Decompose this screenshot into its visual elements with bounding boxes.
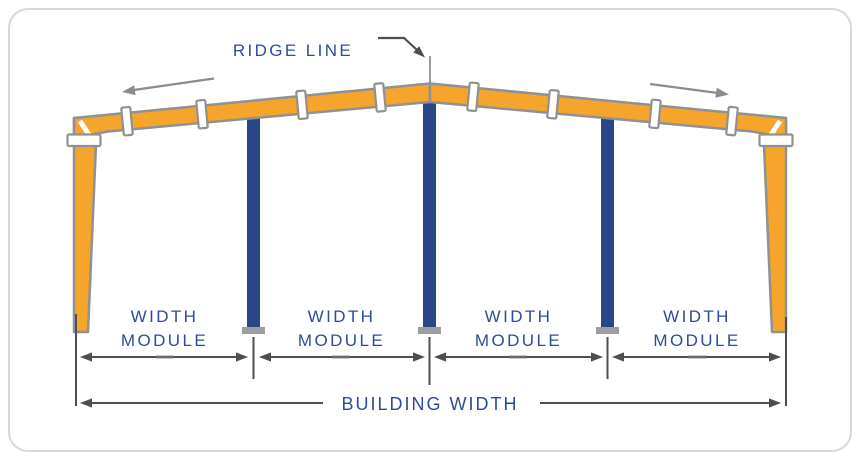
rafter-splice-plate — [546, 88, 560, 120]
left-eave-plate — [66, 133, 102, 148]
arrow-left-icon — [259, 352, 271, 362]
column-base-plate — [418, 327, 441, 334]
arrow-right-icon — [236, 352, 248, 362]
arrow-right-icon — [769, 398, 781, 408]
rafter-splice-plate — [648, 98, 662, 130]
width-module-label-2: MODULE — [298, 331, 385, 350]
rafter-splice-plate — [466, 81, 480, 113]
width-module-label-1: WIDTH — [131, 307, 199, 326]
arrow-right-icon — [413, 352, 425, 362]
ridge-pointer-arrow-icon — [413, 46, 425, 58]
slope-arrows — [122, 77, 729, 98]
right-slope-arrow-shaft — [649, 82, 718, 94]
arrow-right-icon — [769, 352, 781, 362]
connection-plates — [66, 81, 794, 148]
rafter-splice-plate — [195, 98, 209, 130]
right-slope-arrow-icon — [715, 87, 729, 98]
arrow-left-icon — [80, 398, 92, 408]
arrow-left-icon — [434, 352, 446, 362]
arrow-left-icon — [80, 352, 92, 362]
interior-column — [247, 112, 260, 327]
arrow-right-icon — [591, 352, 603, 362]
ridge-pointer-shaft — [378, 36, 418, 51]
interior-column-center — [423, 95, 436, 327]
left-slope-arrow-icon — [122, 85, 136, 96]
ridge-line-label: RIDGE LINE — [233, 41, 353, 60]
left-slope-arrow-shaft — [132, 77, 215, 92]
width-module-label-1: MODULE — [121, 331, 208, 350]
width-module-label-3: MODULE — [475, 331, 562, 350]
width-module-label-4: WIDTH — [663, 307, 731, 326]
base-plates — [242, 327, 619, 334]
rafter-splice-plate — [120, 105, 134, 137]
column-base-plate — [596, 327, 619, 334]
rafter-splice-plate — [725, 105, 739, 137]
building-width-label: BUILDING WIDTH — [341, 394, 518, 414]
width-module-label-4: MODULE — [653, 331, 740, 350]
width-module-label-2: WIDTH — [308, 307, 376, 326]
arrow-left-icon — [612, 352, 624, 362]
diagram-labels: RIDGE LINE WIDTH MODULE WIDTH MODULE WID… — [121, 41, 740, 414]
rafter-splice-plate — [373, 82, 387, 113]
interior-column — [601, 112, 614, 327]
width-module-label-3: WIDTH — [485, 307, 553, 326]
ridge-pointer — [378, 36, 425, 58]
interior-columns — [247, 95, 614, 327]
column-base-plate — [242, 327, 265, 334]
right-eave-plate — [758, 133, 794, 148]
rafter-splice-plate — [295, 89, 309, 121]
